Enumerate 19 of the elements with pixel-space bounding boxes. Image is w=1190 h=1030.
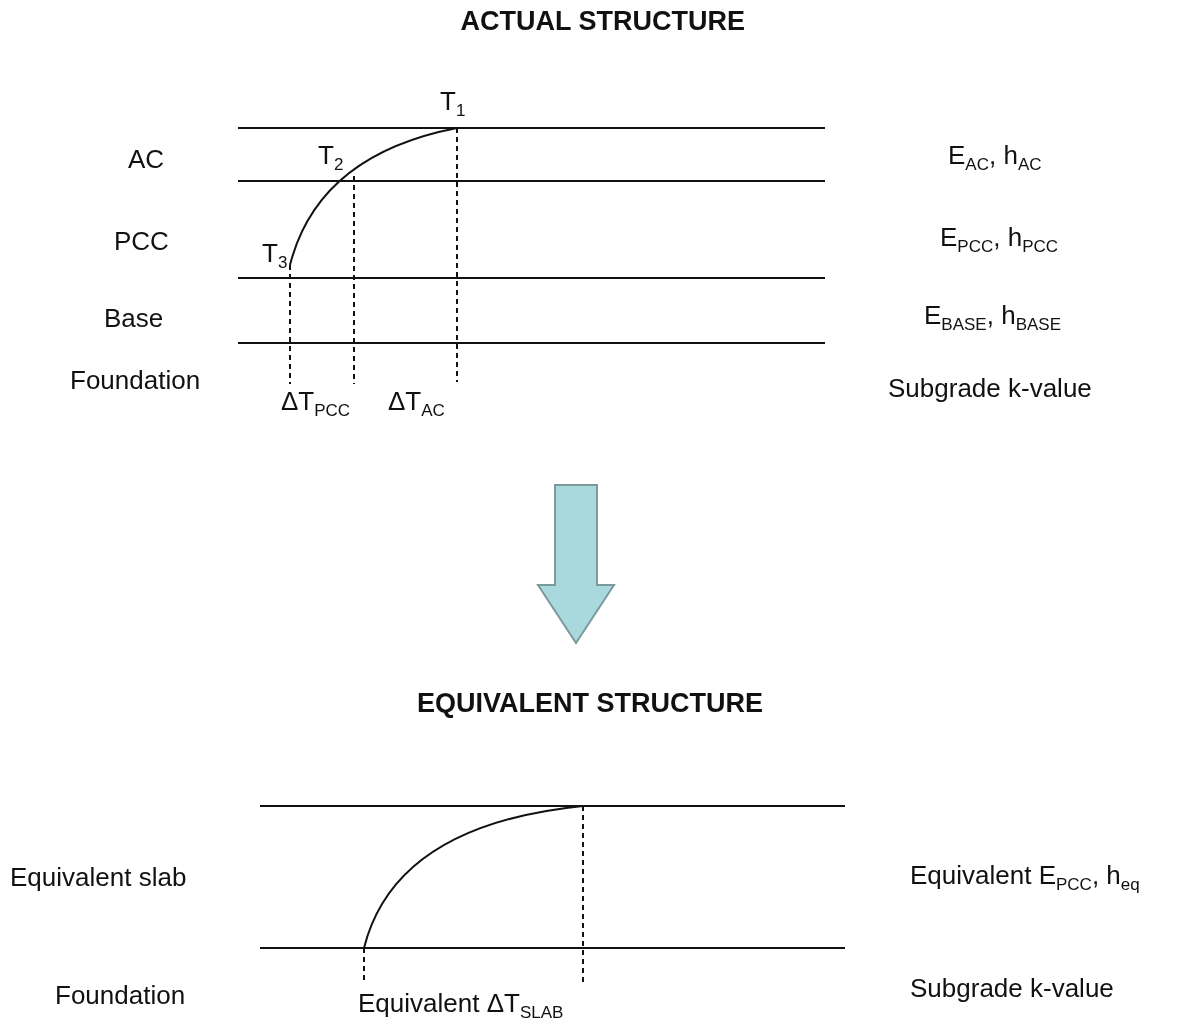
point-label: T$_{1}$ bbox=[440, 86, 466, 116]
point-label: T$_{3}$ bbox=[262, 238, 288, 268]
section-heading: EQUIVALENT STRUCTURE bbox=[417, 688, 763, 718]
layer-property-label: E$_{BASE}$, h$_{BASE}$ bbox=[924, 300, 1061, 330]
layer-label: Foundation bbox=[55, 980, 186, 1010]
section-heading: ACTUAL STRUCTURE bbox=[460, 6, 745, 36]
layer-property-label: E$_{PCC}$, h$_{PCC}$ bbox=[940, 222, 1059, 252]
layer-property-label: Subgrade k-value bbox=[910, 973, 1114, 1003]
layer-property-label: E$_{AC}$, h$_{AC}$ bbox=[948, 140, 1042, 170]
temperature-difference-label: ΔT$_{PCC}$ bbox=[281, 386, 351, 416]
temperature-difference-label: Equivalent ΔT$_{SLAB}$ bbox=[358, 988, 564, 1018]
point-label: T$_{2}$ bbox=[318, 140, 344, 170]
layer-label: PCC bbox=[114, 226, 169, 256]
temperature-difference-label: ΔT$_{AC}$ bbox=[388, 386, 445, 416]
layer-label: Base bbox=[104, 303, 164, 333]
layer-label: AC bbox=[128, 144, 165, 174]
layer-label: Foundation bbox=[70, 365, 201, 395]
layer-property-label: Subgrade k-value bbox=[888, 373, 1092, 403]
layer-label: Equivalent slab bbox=[10, 862, 187, 892]
